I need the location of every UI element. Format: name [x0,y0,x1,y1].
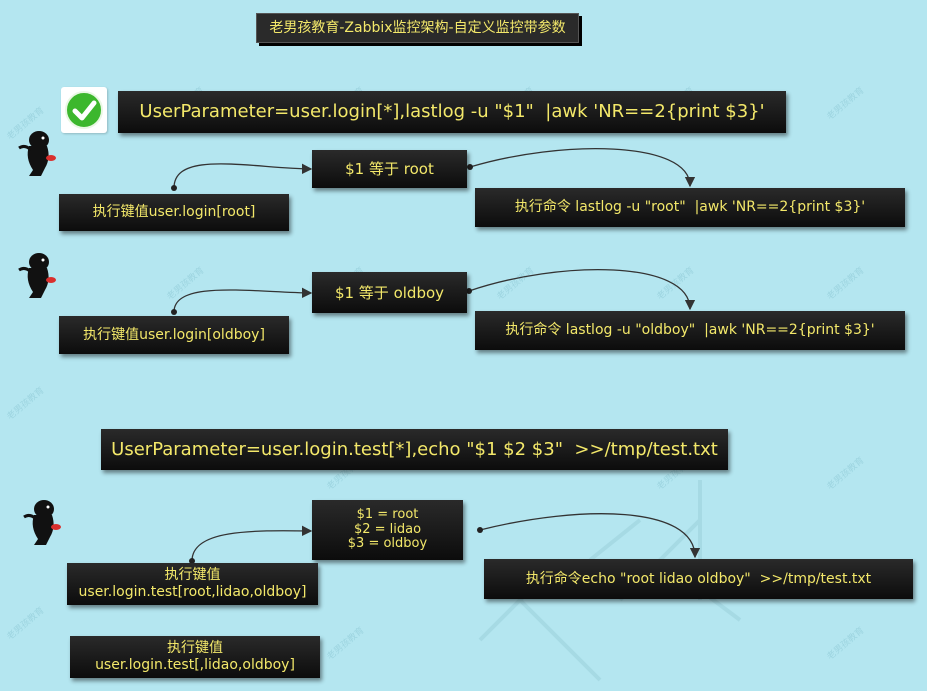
user-parameter-login: UserParameter=user.login[*],lastlog -u "… [118,91,786,133]
arrow-dollar3-to-cmd3 [479,513,701,559]
arrow-dollar2-to-cmd2 [468,269,696,311]
page-title: 老男孩教育-Zabbix监控架构-自定义监控带参数 [256,13,579,43]
key-box-root: 执行键值user.login[root] [59,194,289,231]
dollar-mapping-root: $1 等于 root [312,150,467,188]
command-box-oldboy: 执行命令 lastlog -u "oldboy" |awk 'NR==2{pri… [475,311,905,350]
user-parameter-login-test: UserParameter=user.login.test[*],echo "$… [101,429,728,470]
arrow-key1-to-dollar1 [173,163,313,189]
mascot-icon [15,128,63,178]
key-box-multi: 执行键值 user.login.test[root,lidao,oldboy] [67,563,318,605]
command-box-root: 执行命令 lastlog -u "root" |awk 'NR==2{print… [475,188,905,227]
command-box-multi: 执行命令echo "root lidao oldboy" >>/tmp/test… [484,559,913,599]
dollar-mapping-multi: $1 = root $2 = lidao $3 = oldboy [312,500,463,560]
check-icon [61,87,107,133]
key-box-oldboy: 执行键值user.login[oldboy] [59,316,289,354]
arrow-dollar1-to-cmd1 [469,148,696,188]
dollar-mapping-oldboy: $1 等于 oldboy [312,272,467,313]
arrow-key2-to-dollar2 [173,287,313,313]
arrow-key3-to-dollar3 [191,525,313,562]
mascot-icon [20,497,68,547]
key-box-empty-first: 执行键值 user.login.test[,lidao,oldboy] [70,636,320,678]
mascot-icon [15,250,63,300]
